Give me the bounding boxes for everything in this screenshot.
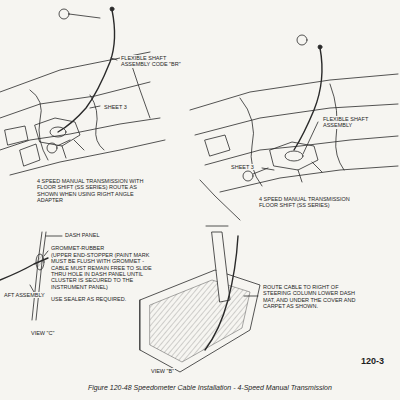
cable-end: [110, 7, 114, 11]
note-text: 4 SPEED MANUAL TRANSMISSION WITH FLOOR S…: [36, 178, 146, 203]
sheet-ref: SHEET 3: [230, 164, 255, 170]
steering-column: [206, 226, 230, 302]
left-speedometer-cable: [58, 10, 115, 132]
sheet-ref: SHEET 3: [103, 104, 128, 110]
part-label: DASH PANEL: [64, 232, 100, 238]
part-label: AFT ASSEMBLY: [3, 292, 46, 298]
cable-end: [318, 45, 322, 49]
leader-line: [90, 106, 100, 108]
leader-line: [303, 122, 318, 154]
leader-line: [262, 168, 274, 170]
leader-line: [69, 14, 100, 18]
note-text: ROUTE CABLE TO RIGHT OF STEERING COLUMN …: [262, 284, 364, 309]
part-label: GROMMET-RUBBER: [50, 245, 105, 251]
leader-line: [30, 285, 34, 292]
view-marker-circle: [297, 35, 307, 45]
leader-line: [44, 251, 48, 256]
shaft-assembly-cable: [0, 258, 48, 280]
view-b-cable: [205, 236, 238, 350]
floor-cover: [140, 270, 260, 372]
view-label: VIEW "B": [150, 368, 175, 374]
note-text: 4 SPEED MANUAL TRANSMISSION FLOOR SHIFT …: [258, 196, 370, 209]
view-marker-circle: [243, 171, 253, 181]
left-transmission: [20, 118, 84, 166]
part-label: FLEXIBLE SHAFT ASSEMBLY CODE "BR": [120, 55, 192, 68]
view-marker-circle: [59, 9, 69, 19]
note-text: USE SEALER AS REQUIRED.: [50, 296, 127, 302]
view-marker-circle: [47, 143, 57, 153]
note-text: (UPPER END-STOPPER (PAINT MARK MUST BE F…: [50, 252, 156, 290]
right-speedometer-cable: [294, 48, 322, 150]
leader-line: [57, 140, 70, 146]
view-label: VIEW "C": [30, 330, 55, 336]
right-floor-pan: [190, 74, 398, 220]
page-number: 120-3: [360, 356, 385, 366]
left-floor-pan: [0, 52, 165, 175]
leader-line: [111, 58, 117, 60]
leader-line: [244, 296, 258, 297]
part-label: FLEXIBLE SHAFT ASSEMBLY: [322, 116, 394, 129]
figure-caption: Figure 120-48 Speedometer Cable Installa…: [88, 384, 332, 391]
